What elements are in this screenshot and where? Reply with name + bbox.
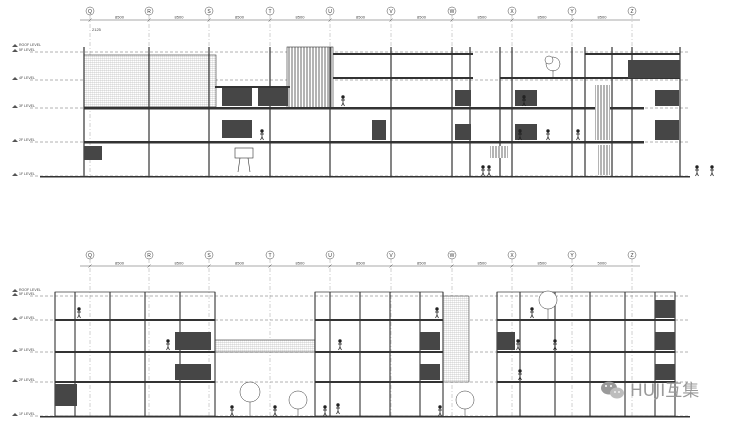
watermark: HUJI互集: [601, 381, 699, 401]
level-label: 2F LEVEL: [19, 378, 35, 382]
grid-bubble-X: [507, 250, 517, 260]
dimension-label: 8500: [115, 15, 125, 20]
grid-label-X: X: [510, 253, 514, 259]
dimension-label: 8500: [235, 15, 245, 20]
top-dimension-chain: 8500 8500 8500 8500 8500 8500 8500 8500 8500: [88, 15, 608, 22]
grid-bubble-U: [325, 250, 335, 260]
grid-label-V: V: [389, 253, 393, 259]
level-label: 3F LEVEL: [19, 348, 35, 352]
grid-label-W: W: [450, 9, 455, 15]
dimension-label: 8500: [175, 261, 185, 266]
grid-bubble-T: [265, 250, 275, 260]
grid-label-U: U: [328, 253, 332, 259]
dimension-label: 8500: [356, 15, 366, 20]
grid-bubble-X: [507, 6, 517, 16]
level-label: 4F LEVEL: [19, 316, 35, 320]
grid-bubble-Y: [567, 6, 577, 16]
grid-label-R: R: [147, 9, 151, 15]
dimension-label: 8500: [296, 261, 306, 266]
dimension-label: 8500: [598, 15, 608, 20]
grid-bubble-Y: [567, 250, 577, 260]
dimension-label: 8500: [235, 261, 245, 266]
grid-bubble-V: [386, 6, 396, 16]
grid-label-Y: Y: [570, 253, 574, 259]
bottom-section-elevation: 8500 8500 8500 8500 8500 8500 8500 8500 5000 Q R S…: [12, 250, 690, 418]
bottom-grid-axes: Q R S T U V W X Y Z: [85, 250, 637, 418]
grid-bubble-V: [386, 250, 396, 260]
grid-label-Z: Z: [630, 253, 633, 259]
watermark-text: HUJI互集: [630, 381, 699, 401]
grid-bubble-S: [204, 250, 214, 260]
grid-label-U: U: [328, 9, 332, 15]
dimension-label: 8500: [478, 15, 488, 20]
top-left-note: 2125: [92, 27, 102, 32]
grid-label-T: T: [268, 9, 271, 15]
level-label: 5F LEVEL: [19, 292, 35, 296]
grid-label-Z: Z: [630, 9, 633, 15]
grid-bubble-U: [325, 6, 335, 16]
level-label: 5F LEVEL: [19, 48, 35, 52]
grid-bubble-R: [144, 6, 154, 16]
dimension-label: 8500: [115, 261, 125, 266]
grid-bubble-W: [447, 6, 457, 16]
dimension-label: 8500: [417, 261, 427, 266]
grid-label-X: X: [510, 9, 514, 15]
dimension-label: 5000: [598, 261, 608, 266]
grid-bubble-Z: [627, 6, 637, 16]
grid-label-W: W: [450, 253, 455, 259]
grid-label-Q: Q: [88, 253, 92, 259]
bottom-dimension-chain: 8500 8500 8500 8500 8500 8500 8500 8500 5000: [88, 261, 608, 268]
dimension-label: 8500: [417, 15, 427, 20]
level-label: 3F LEVEL: [19, 104, 35, 108]
dimension-label: 8500: [538, 261, 548, 266]
level-label: ROOF LEVEL: [19, 288, 41, 292]
wechat-icon: [601, 381, 624, 399]
grid-label-R: R: [147, 253, 151, 259]
level-label: 2F LEVEL: [19, 138, 35, 142]
dimension-label: 8500: [478, 261, 488, 266]
grid-label-S: S: [207, 253, 211, 259]
grid-label-Q: Q: [88, 9, 92, 15]
grid-bubble-W: [447, 250, 457, 260]
grid-label-Y: Y: [570, 9, 574, 15]
dimension-label: 8500: [538, 15, 548, 20]
grid-bubble-Q: [85, 250, 95, 260]
level-label: 1F LEVEL: [19, 172, 35, 176]
level-label: ROOF LEVEL: [19, 43, 41, 47]
level-label: 4F LEVEL: [19, 76, 35, 80]
grid-bubble-T: [265, 6, 275, 16]
dimension-label: 8500: [175, 15, 185, 20]
dimension-label: 8500: [296, 15, 306, 20]
grid-bubble-Q: [85, 6, 95, 16]
grid-label-T: T: [268, 253, 271, 259]
level-label: 1F LEVEL: [19, 412, 35, 416]
grid-bubble-Z: [627, 250, 637, 260]
grid-label-V: V: [389, 9, 393, 15]
grid-bubble-R: [144, 250, 154, 260]
grid-label-S: S: [207, 9, 211, 15]
top-section-elevation: 8500 8500 8500 8500 8500 8500 8500 8500 8500 Q R S…: [12, 6, 714, 178]
grid-bubble-S: [204, 6, 214, 16]
dimension-label: 8500: [356, 261, 366, 266]
